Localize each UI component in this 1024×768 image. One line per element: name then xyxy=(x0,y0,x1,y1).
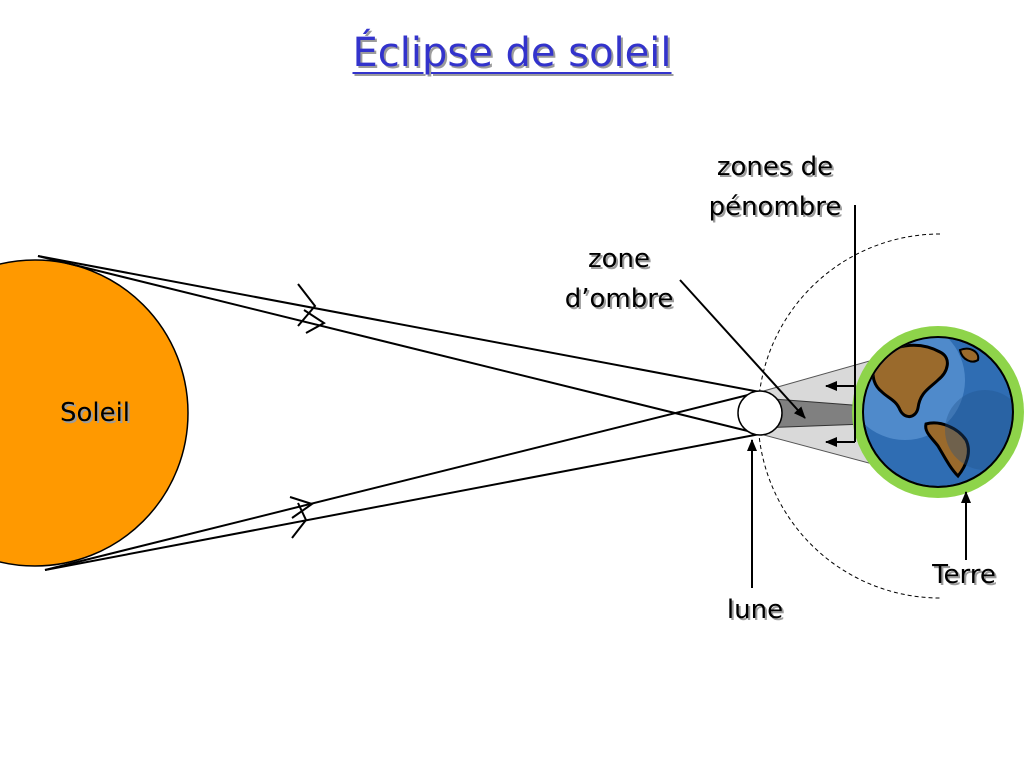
penumbra-label-line2: pénombre xyxy=(709,192,842,222)
ray-bottom-to-moon-bottom xyxy=(44,433,761,571)
penumbra-label-line2-shadow: pénombre xyxy=(711,194,844,224)
moon-label-shadow: lune xyxy=(729,597,785,627)
umbra-label-line2-shadow: d’ombre xyxy=(567,286,676,316)
moon-label: lune xyxy=(727,595,783,625)
earth xyxy=(852,326,1024,498)
ray-chevron-2 xyxy=(303,309,326,334)
ray-bottom-to-moon-top xyxy=(44,391,761,571)
penumbra-label-line1-shadow: zones de xyxy=(719,154,835,184)
umbra-label-line1: zone xyxy=(588,244,650,274)
sun-label-shadow: Soleil xyxy=(62,400,132,430)
sun xyxy=(0,259,189,567)
ray-chevron-4 xyxy=(291,502,308,539)
earth-label-shadow: Terre xyxy=(933,562,998,592)
earth-label: Terre xyxy=(931,560,996,590)
sun-label: Soleil xyxy=(60,398,130,428)
umbra-callout-line xyxy=(679,279,806,419)
umbra-label-line1-shadow: zone xyxy=(590,246,652,276)
ray-chevron-3 xyxy=(289,496,315,519)
ray-chevron-1 xyxy=(297,283,317,327)
ray-top-to-moon-bottom xyxy=(37,255,761,435)
umbra-label-line2: d’ombre xyxy=(565,284,674,314)
slide-title: Éclipse de soleil xyxy=(352,30,672,76)
moon xyxy=(737,390,783,436)
penumbra-label-line1: zones de xyxy=(717,152,833,182)
ray-top-to-moon-top xyxy=(37,255,761,393)
